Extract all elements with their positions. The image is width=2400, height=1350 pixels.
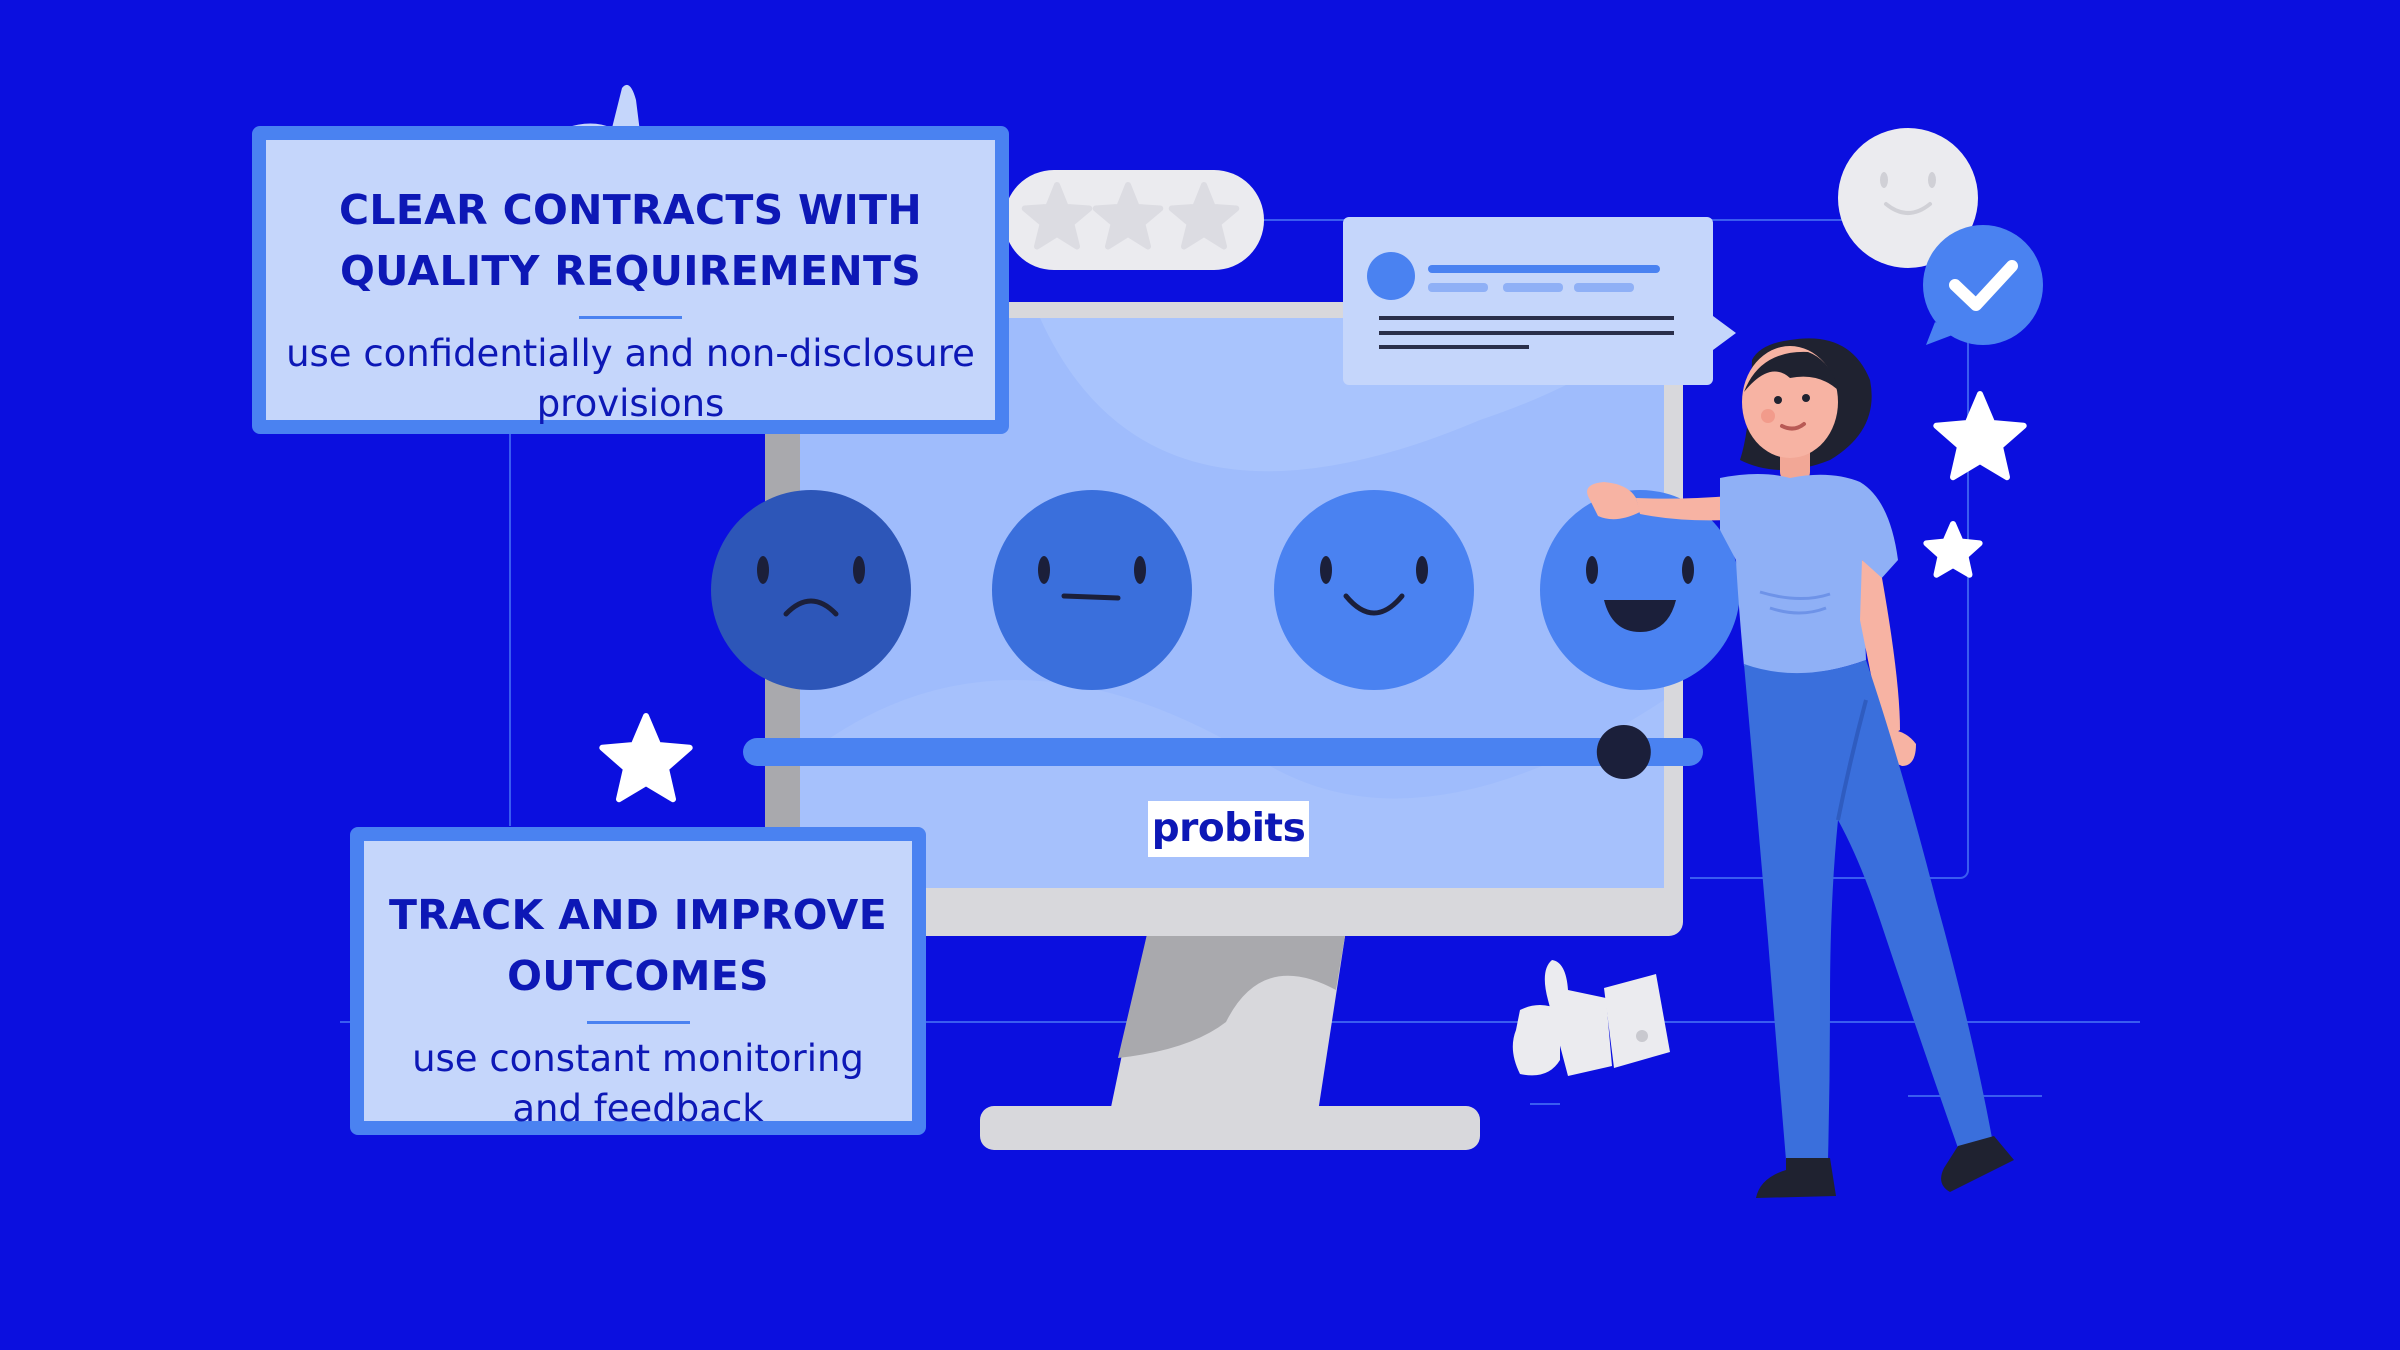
rating-star-icon bbox=[1021, 182, 1093, 250]
laughing-face-icon bbox=[1540, 490, 1740, 690]
contracts-card: CLEAR CONTRACTS WITH QUALITY REQUIREMENT… bbox=[252, 126, 1009, 434]
rating-star-icon bbox=[1092, 182, 1164, 250]
smile-face-icon bbox=[1274, 490, 1474, 690]
contracts-title-line-1: CLEAR CONTRACTS WITH bbox=[339, 186, 922, 234]
brand-logo: probits bbox=[1148, 801, 1309, 857]
decorative-star-icon bbox=[599, 713, 693, 803]
smiley-bubble-icon bbox=[1838, 128, 1978, 268]
outcomes-title-line-1: TRACK AND IMPROVE bbox=[388, 891, 888, 939]
contracts-card-title: CLEAR CONTRACTS WITH QUALITY REQUIREMENT… bbox=[266, 180, 995, 302]
check-badge-icon bbox=[1923, 225, 2043, 345]
contracts-text-line-2: provisions bbox=[536, 382, 725, 425]
card-divider bbox=[586, 1021, 690, 1024]
chat-bubble bbox=[1343, 217, 1736, 385]
woman-figure bbox=[1587, 338, 2014, 1198]
contracts-text-line-1: use confidentially and non-disclosure bbox=[286, 332, 975, 375]
decorative-star-icon bbox=[1933, 391, 2027, 481]
contracts-title-line-2: QUALITY REQUIREMENTS bbox=[339, 247, 922, 295]
thumbs-up-hand-icon bbox=[1512, 960, 1670, 1076]
outcomes-text-line-1: use constant monitoring bbox=[412, 1037, 864, 1080]
slider-knob bbox=[1596, 725, 1651, 779]
outcomes-card-text: use constant monitoring and feedback bbox=[364, 1034, 912, 1134]
star-icon bbox=[599, 391, 2027, 803]
neutral-face-icon bbox=[992, 490, 1192, 690]
monitor-stand bbox=[980, 930, 1480, 1150]
rating-star-icon bbox=[1168, 182, 1240, 250]
outcomes-card: TRACK AND IMPROVE OUTCOMES use constant … bbox=[350, 827, 926, 1135]
star-rating-pill bbox=[1004, 170, 1264, 270]
rating-slider bbox=[743, 725, 1703, 779]
decorative-star-icon bbox=[1923, 521, 1983, 578]
slider-track bbox=[743, 738, 1703, 766]
outcomes-card-title: TRACK AND IMPROVE OUTCOMES bbox=[364, 885, 912, 1007]
contracts-card-text: use confidentially and non-disclosure pr… bbox=[266, 329, 995, 429]
sad-face-icon bbox=[711, 490, 911, 690]
outcomes-text-line-2: and feedback bbox=[512, 1087, 764, 1130]
outcomes-title-line-2: OUTCOMES bbox=[507, 952, 769, 1000]
card-divider bbox=[579, 316, 682, 319]
